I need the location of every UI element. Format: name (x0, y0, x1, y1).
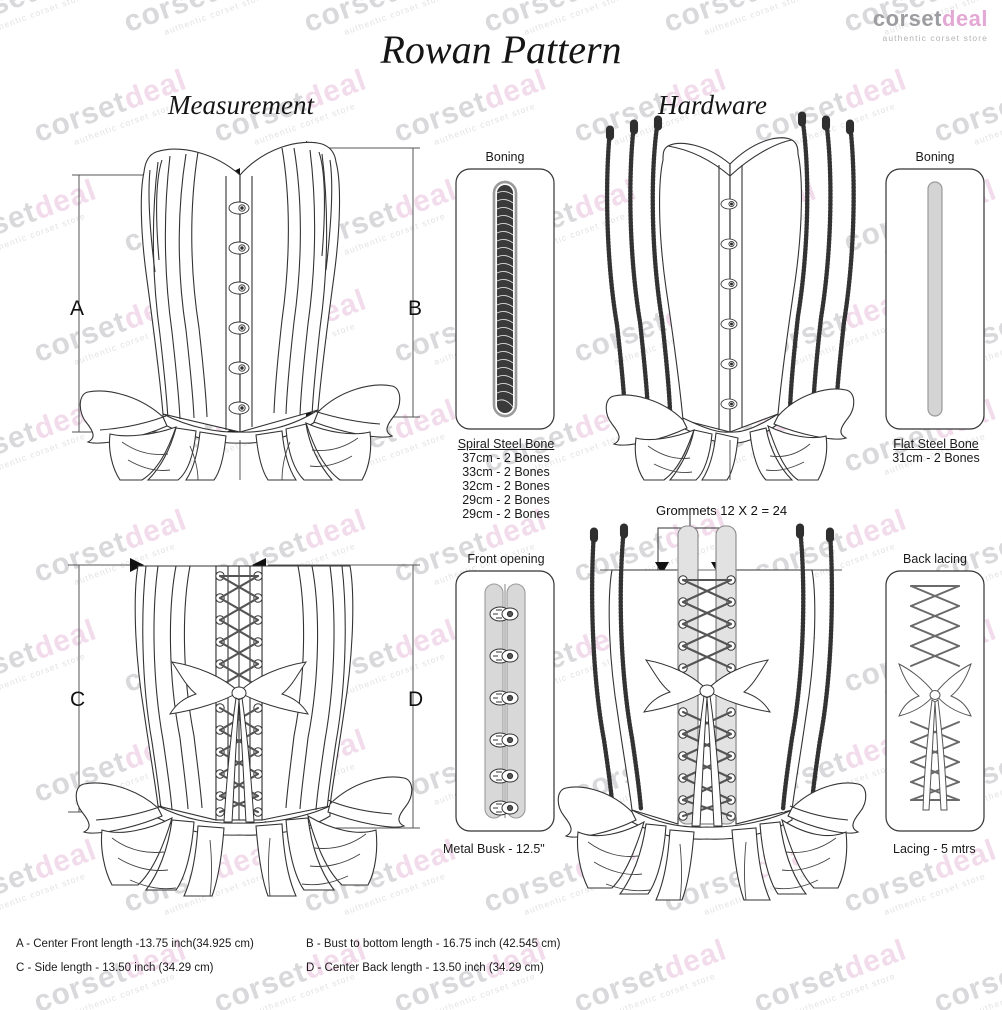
spiral-bones-back-right (780, 523, 835, 815)
brand-logo-gray: corset (872, 6, 942, 31)
spiral-boning-card (455, 168, 555, 430)
legend-b: B - Bust to bottom length - 16.75 inch (… (306, 938, 561, 950)
watermark-text: corsetdeal (569, 933, 732, 1010)
busk-panel-front (225, 175, 253, 432)
brand-tagline: authentic corset store (882, 33, 988, 43)
skirt-fold-lines (121, 437, 359, 481)
measurement-letter-d: D (408, 688, 424, 711)
boning-channels-right (273, 147, 328, 417)
skirt-drape-hw-back (576, 818, 848, 901)
skirt-fold-lines-hw (647, 440, 811, 480)
peplum-bow-back-right (327, 776, 413, 828)
watermark-text: corsetdeal (929, 85, 1002, 150)
legend-row-2: C - Side length - 13.50 inch (34.29 cm) D… (16, 956, 560, 980)
spiral-bones-front-right (787, 111, 856, 414)
grommets-annotation: Grommets 12 X 2 = 24 (656, 503, 788, 518)
back-lacing-card (885, 570, 985, 832)
back-lacing-caption-head: Lacing - 5 mtrs (893, 842, 976, 856)
legend-row-1: A - Center Front length -13.75 inch(34.9… (16, 932, 560, 956)
spiral-boning-caption-line-4: 29cm - 2 Bones (462, 507, 550, 521)
legend-a: A - Center Front length -13.75 inch(34.9… (16, 938, 254, 950)
skirt-drape-hw (634, 424, 828, 481)
busk-studs-hardware (720, 198, 738, 410)
measurement-back-view (0, 540, 440, 930)
peplum-bow-right (313, 384, 401, 438)
back-lacing-card-title: Back lacing (903, 552, 967, 566)
watermark-subtext: authentic corset store (972, 101, 1002, 147)
spiral-boning-caption-head: Spiral Steel Bone (457, 437, 555, 451)
watermark-subtext: authentic corset store (882, 870, 988, 917)
measurement-letter-b: B (408, 297, 423, 320)
watermark-subtext: authentic corset store (432, 100, 538, 147)
front-opening-card-title: Front opening (467, 552, 545, 566)
spiral-bone-body (497, 185, 513, 413)
spiral-boning-caption-line-2: 32cm - 2 Bones (462, 479, 550, 493)
boning-channels-back-right (285, 565, 346, 811)
flat-boning-card (885, 168, 985, 430)
spiral-bones-back-left (589, 523, 644, 815)
boning-channels-left (152, 151, 208, 421)
skirt-fold-lines-hw-back (587, 837, 837, 901)
busk-clasps (489, 606, 519, 816)
legend-c: C - Side length - 13.50 inch (34.29 cm) (16, 962, 214, 974)
skirt-fold-lines-back (111, 833, 367, 897)
front-opening-card (455, 570, 555, 832)
flat-boning-caption: Flat Steel Bone 31cm - 2 Bones (875, 437, 997, 465)
boning-channels-back-left (142, 565, 203, 811)
measurement-legend: A - Center Front length -13.75 inch(34.9… (16, 932, 560, 980)
legend-d: D - Center Back length - 13.50 inch (34.… (306, 962, 544, 974)
flat-bone-body (927, 181, 943, 417)
corset-body-hw-back (608, 569, 816, 825)
measurement-letter-c: C (70, 688, 86, 711)
spiral-bones-front-left (604, 115, 673, 415)
spiral-boning-caption-line-1: 33cm - 2 Bones (462, 465, 550, 479)
page-title: Rowan Pattern (380, 27, 622, 72)
measurement-front-view (0, 120, 440, 481)
spiral-boning-caption-line-3: 29cm - 2 Bones (462, 493, 550, 507)
flat-boning-caption-line-0: 31cm - 2 Bones (892, 451, 980, 465)
back-lacing-caption: Lacing - 5 mtrs (893, 842, 1002, 856)
hardware-back-view (557, 510, 880, 930)
watermark-subtext: authentic corset store (612, 970, 718, 1010)
spiral-boning-caption: Spiral Steel Bone 37cm - 2 Bones 33cm - … (445, 437, 567, 521)
hardware-front-view (570, 111, 890, 481)
lacing-sample-bow (898, 663, 972, 811)
peplum-bow-back-left (75, 782, 163, 834)
flat-boning-card-title: Boning (915, 150, 955, 164)
watermark-subtext: authentic corset store (792, 970, 898, 1010)
lacing-sample (910, 585, 960, 801)
corset-body-back (134, 565, 354, 821)
front-opening-caption: Metal Busk - 12.5" (443, 842, 583, 856)
section-heading-hardware: Hardware (658, 90, 768, 120)
brand-logo: corsetdeal authentic corset store (873, 8, 988, 44)
brand-logo-pink: deal (941, 6, 988, 31)
lacing-bow-hw (643, 659, 771, 827)
lacing-bow (169, 661, 309, 823)
measurement-letter-a: A (70, 297, 85, 320)
peplum-bow-hw-right (773, 388, 855, 440)
front-opening-caption-head: Metal Busk - 12.5" (443, 842, 545, 856)
watermark-text: corsetdeal (749, 933, 912, 1010)
cup-edge-hardware (667, 139, 793, 177)
watermark-subtext: authentic corset store (972, 971, 1002, 1010)
section-heading-measurement: Measurement (168, 90, 314, 120)
corset-body-hardware-front (659, 137, 802, 433)
flat-boning-caption-head: Flat Steel Bone (893, 437, 979, 451)
skirt-drape (108, 421, 372, 481)
busk-studs (228, 201, 250, 415)
spiral-boning-card-title: Boning (485, 150, 525, 164)
lacing-cords-hw (681, 578, 733, 818)
skirt-drape-back (100, 814, 378, 897)
spiral-bone-coils (496, 190, 514, 408)
brand-logo-text: corsetdeal (873, 8, 988, 30)
spiral-boning-caption-line-0: 37cm - 2 Bones (462, 451, 550, 465)
card-frame (885, 570, 985, 832)
watermark-text: corsetdeal (929, 955, 1002, 1010)
peplum-bow-hw-back-right (787, 782, 867, 834)
peplum-bow-hw-back-left (557, 786, 637, 838)
